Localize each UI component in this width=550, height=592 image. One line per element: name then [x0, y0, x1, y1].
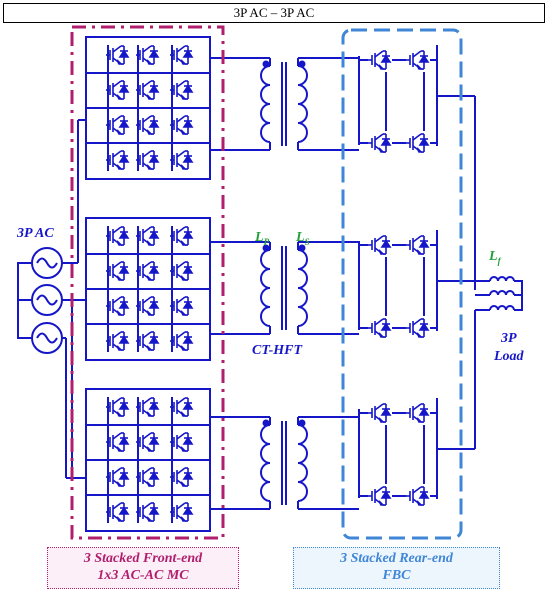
switch — [170, 296, 194, 316]
switch — [170, 115, 194, 135]
switch — [170, 261, 194, 281]
ac-source — [31, 322, 63, 354]
switch — [106, 115, 130, 135]
switch — [136, 115, 160, 135]
group-outlines — [70, 25, 463, 540]
switch — [106, 502, 130, 522]
switch — [106, 331, 130, 351]
rear-end-group-outline — [341, 28, 463, 540]
switch — [170, 45, 194, 65]
switch — [170, 331, 194, 351]
filter-inductance-label: Lf — [489, 249, 501, 266]
switch — [368, 403, 392, 423]
switch — [170, 502, 194, 522]
switch — [136, 397, 160, 417]
switch — [170, 467, 194, 487]
primary-inductance-label: LP — [255, 230, 270, 247]
switch — [170, 432, 194, 452]
switch — [368, 235, 392, 255]
switch — [136, 502, 160, 522]
front-end-matrix-converter — [85, 388, 211, 532]
switch — [106, 261, 130, 281]
switch — [406, 133, 430, 153]
switch — [136, 296, 160, 316]
filter-inductor — [489, 276, 515, 311]
switch — [406, 403, 430, 423]
load — [514, 280, 523, 311]
switch — [170, 80, 194, 100]
transformer — [260, 419, 308, 505]
switch — [136, 331, 160, 351]
switch — [106, 80, 130, 100]
switch — [170, 226, 194, 246]
wiring — [17, 45, 490, 523]
front-end-matrix-converter — [85, 217, 211, 361]
source-label: 3P AC — [17, 226, 54, 241]
switch — [368, 133, 392, 153]
switch — [106, 432, 130, 452]
transformer-label: CT-HFT — [252, 343, 303, 358]
transformer — [260, 60, 308, 146]
switch — [406, 318, 430, 338]
rear-end-caption: 3 Stacked Rear-end FBC — [293, 547, 500, 589]
front-end-caption: 3 Stacked Front-end 1x3 AC-AC MC — [47, 547, 239, 589]
switch — [136, 45, 160, 65]
switch — [136, 432, 160, 452]
switch — [368, 486, 392, 506]
switch — [106, 45, 130, 65]
switch — [136, 80, 160, 100]
load-label: 3P Load — [494, 331, 524, 364]
switch — [406, 50, 430, 70]
diagram-title: 3P AC – 3P AC — [3, 3, 545, 23]
secondary-inductance-label: LS — [296, 230, 310, 247]
front-end-matrix-converter — [85, 36, 211, 180]
switch — [106, 467, 130, 487]
switch — [136, 150, 160, 170]
switch — [106, 226, 130, 246]
switch — [170, 397, 194, 417]
switch — [136, 261, 160, 281]
ac-source — [31, 247, 63, 279]
switch — [406, 486, 430, 506]
switch — [170, 150, 194, 170]
switch — [368, 50, 392, 70]
switch — [136, 226, 160, 246]
components — [31, 36, 523, 532]
switch — [368, 318, 392, 338]
switch — [106, 150, 130, 170]
switch — [106, 397, 130, 417]
ac-source — [31, 284, 63, 316]
transformer — [260, 244, 308, 330]
switch — [406, 235, 430, 255]
switch — [136, 467, 160, 487]
switch — [106, 296, 130, 316]
front-end-group-outline — [70, 25, 225, 540]
